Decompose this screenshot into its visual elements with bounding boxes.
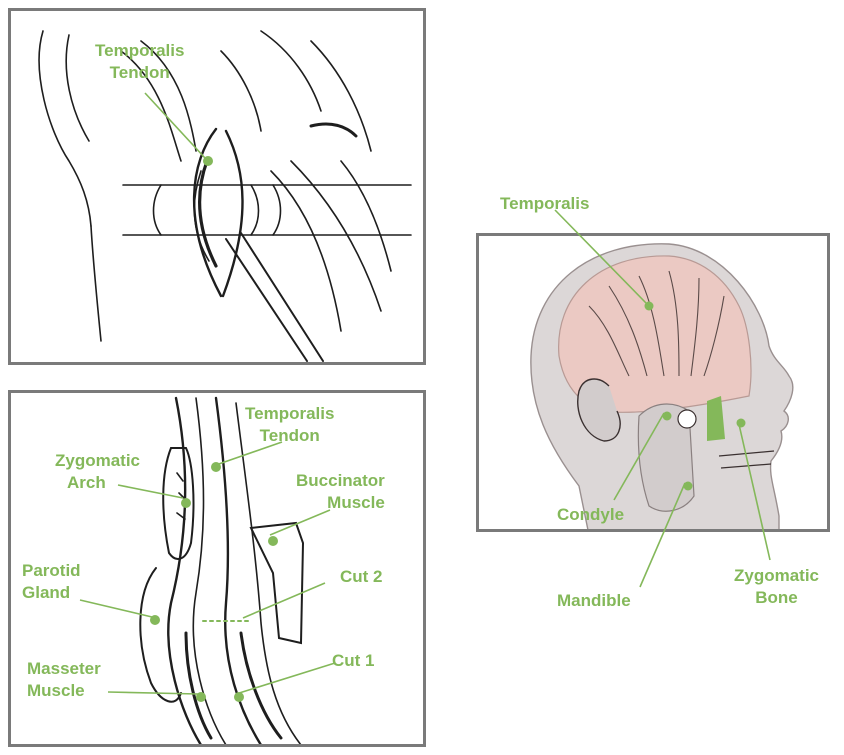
label-line: Temporalis <box>245 404 335 423</box>
label-line: Masseter <box>27 659 101 678</box>
label-line: Buccinator <box>296 471 385 490</box>
head-anatomy-panel <box>476 233 830 532</box>
zygomatic-highlight <box>707 396 725 441</box>
label-line: Gland <box>22 583 71 602</box>
label-zygomatic-arch: Zygomatic Arch <box>55 450 140 494</box>
label-cut-2: Cut 2 <box>340 567 383 586</box>
surgical-exposure-panel <box>8 8 426 365</box>
label-line: Parotid <box>22 561 81 580</box>
label-zygomatic-bone: Zygomatic Bone <box>734 565 819 609</box>
zygomatic-bone-dot <box>736 418 746 428</box>
label-line: Temporalis <box>95 41 185 60</box>
label-masseter-muscle: Masseter Muscle <box>27 658 101 702</box>
label-condyle: Condyle <box>557 505 625 524</box>
condyle-dot <box>662 411 672 421</box>
label-line: Tendon <box>109 63 170 82</box>
head-anatomy-drawing <box>530 243 794 529</box>
label-parotid-gland: Parotid Gland <box>22 560 81 604</box>
label-temporalis-tendon-bottom: Temporalis Tendon <box>245 403 334 447</box>
label-temporalis-tendon-top: Temporalis Tendon <box>95 40 184 84</box>
label-line: Muscle <box>327 493 385 512</box>
label-buccinator-muscle: Buccinator Muscle <box>296 470 385 514</box>
label-line: Tendon <box>259 426 320 445</box>
mandible-dot <box>683 481 693 491</box>
label-line: Muscle <box>27 681 85 700</box>
label-temporalis: Temporalis <box>500 194 590 213</box>
label-line: Zygomatic <box>55 451 141 470</box>
label-mandible: Mandible <box>557 591 631 610</box>
condyle-shape <box>677 409 697 429</box>
label-line: Bone <box>755 588 798 607</box>
label-line: Arch <box>67 473 106 492</box>
label-cut-1: Cut 1 <box>332 651 375 670</box>
temporalis-dot <box>644 301 654 311</box>
surgical-exposure-drawing <box>38 30 412 362</box>
label-line: Zygomatic <box>734 566 820 585</box>
